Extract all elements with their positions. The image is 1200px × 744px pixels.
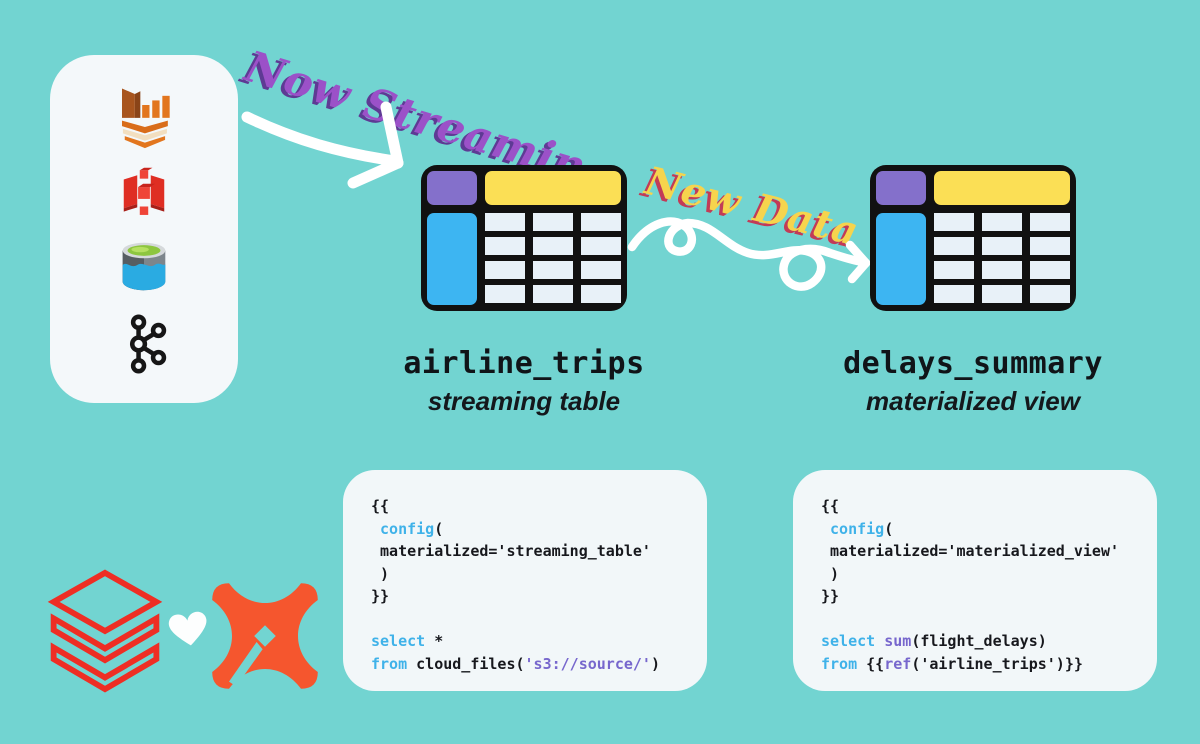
now-streaming-arrow — [241, 101, 404, 189]
streaming-table-icon — [421, 165, 627, 311]
streaming-table-code-card: {{ config( materialized='streaming_table… — [343, 470, 707, 691]
data-lake-icon — [113, 235, 175, 297]
apache-kafka-icon — [115, 311, 173, 377]
heart-icon — [168, 611, 207, 646]
materialized-view-table-icon — [870, 165, 1076, 311]
source-systems-panel — [50, 55, 238, 403]
streaming-table-label: airline_trips streaming table — [374, 346, 674, 417]
node-type-materialized-view: materialized view — [866, 386, 1080, 416]
databricks-logo — [47, 569, 163, 693]
amazon-kinesis-icon — [111, 81, 177, 151]
aws-streaming-service-icon — [117, 165, 171, 221]
node-title-airline-trips: airline_trips — [403, 346, 645, 381]
code-block-streaming-table: {{ config( materialized='streaming_table… — [371, 497, 660, 673]
code-block-materialized-view: {{ config( materialized='materialized_vi… — [821, 497, 1120, 673]
new-data-arrow — [627, 217, 871, 291]
materialized-view-label: delays_summary materialized view — [823, 346, 1123, 417]
dbt-logo — [212, 583, 318, 689]
node-type-streaming-table: streaming table — [427, 386, 621, 416]
materialized-view-code-card: {{ config( materialized='materialized_vi… — [793, 470, 1157, 691]
node-title-delays-summary: delays_summary — [843, 346, 1103, 381]
